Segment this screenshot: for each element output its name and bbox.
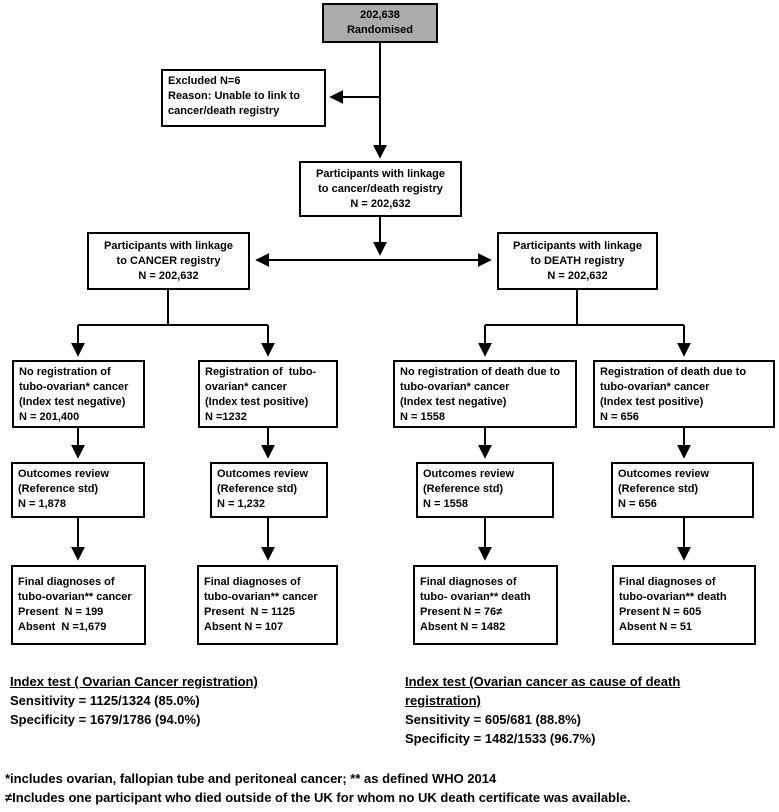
text-line: ovarian* cancer — [205, 381, 287, 393]
text-line: (Reference std) — [618, 483, 699, 495]
text-line: to DEATH registry — [530, 254, 625, 267]
text-line: Final diagnoses of — [204, 576, 301, 588]
text-line: N = 1558 — [400, 411, 445, 423]
text-line: Final diagnoses of — [619, 576, 716, 588]
summary-death-registration: Index test (Ovarian cancer as cause of d… — [405, 672, 710, 748]
text-line: Present N = 1125 — [204, 606, 295, 618]
text-line: (Index test positive) — [600, 396, 704, 408]
text-line: cancer/death registry — [168, 105, 280, 117]
text-line: (Reference std) — [217, 483, 298, 495]
summary-death-heading: Index test (Ovarian cancer as cause of d… — [405, 674, 681, 708]
text-line: Reason: Unable to link to — [168, 90, 301, 102]
text-line: N = 1,232 — [217, 498, 266, 510]
text-line: Absent N = 51 — [619, 621, 693, 633]
text-line: N = 202,632 — [350, 197, 411, 210]
box-linkage-death-registry: Participants with linkage to DEATH regist… — [497, 232, 658, 290]
box-registration-cancer: Registration of tubo-ovarian* cancer (Ind… — [198, 360, 338, 428]
text-line: tubo-ovarian* cancer — [400, 381, 510, 393]
text-line: Present N = 76≠ — [420, 606, 503, 618]
text-line: to cancer/death registry — [318, 182, 443, 195]
text-line: Registration of death due to — [600, 366, 747, 378]
text-line: Absent N = 1482 — [420, 621, 506, 633]
text-line: Absent N =1,679 — [18, 621, 107, 633]
text-line: Randomised — [346, 24, 413, 36]
box-linkage-cancer-registry: Participants with linkage to CANCER regis… — [87, 232, 250, 290]
box-linkage-registry: Participants with linkage to cancer/death… — [299, 161, 462, 217]
box-outcomes-review-4: Outcomes review (Reference std) N = 656 — [611, 462, 754, 518]
text-line: Present N = 199 — [18, 606, 104, 618]
box-no-registration-cancer: No registration of tubo-ovarian* cancer (I… — [12, 360, 145, 428]
text-line: Registration of tubo- — [205, 366, 317, 378]
text-line: Excluded N=6 — [168, 75, 241, 87]
text-line: (Index test negative) — [19, 396, 126, 408]
text-line: to CANCER registry — [116, 254, 221, 267]
text-line: N = 202,632 — [138, 269, 199, 282]
footnote-not-equal: ≠Includes one participant who died outsi… — [5, 790, 631, 805]
text-line: Absent N = 107 — [204, 621, 284, 633]
text-line: No registration of — [19, 366, 111, 378]
text-line: Final diagnoses of — [18, 576, 115, 588]
text-line: tubo- ovarian** death — [420, 591, 531, 603]
text-line: N = 1,878 — [18, 498, 67, 510]
text-line: tubo-ovarian* cancer — [600, 381, 710, 393]
text-line: Outcomes review — [18, 468, 110, 480]
text-line: Participants with linkage — [316, 167, 445, 180]
summary-death-sensitivity: Sensitivity = 605/681 (88.8%) — [405, 712, 581, 727]
text-line: tubo-ovarian** cancer — [204, 591, 318, 603]
summary-cancer-registration: Index test ( Ovarian Cancer registration… — [10, 672, 310, 729]
footnote-asterisks: *includes ovarian, fallopian tube and pe… — [5, 771, 497, 786]
text-line: No registration of death due to — [400, 366, 561, 378]
text-line: Present N = 605 — [619, 606, 702, 618]
text-line: 202,638 — [360, 9, 400, 21]
box-no-registration-death: No registration of death due to tubo-ovar… — [393, 360, 577, 428]
text-line: (Index test negative) — [400, 396, 507, 408]
text-line: tubo-ovarian** death — [619, 591, 727, 603]
summary-cancer-sensitivity: Sensitivity = 1125/1324 (85.0%) — [10, 693, 200, 708]
text-line: N = 1558 — [423, 498, 468, 510]
text-line: N = 201,400 — [19, 411, 80, 423]
text-line: N = 656 — [600, 411, 639, 423]
text-line: tubo-ovarian** cancer — [18, 591, 132, 603]
text-line: Participants with linkage — [513, 239, 642, 252]
text-line: Outcomes review — [618, 468, 710, 480]
summary-cancer-specificity: Specificity = 1679/1786 (94.0%) — [10, 712, 201, 727]
box-outcomes-review-3: Outcomes review (Reference std) N = 1558 — [416, 462, 554, 518]
text-line: Outcomes review — [217, 468, 309, 480]
box-outcomes-review-1: Outcomes review (Reference std) N = 1,878 — [11, 462, 145, 518]
text-line: (Reference std) — [18, 483, 99, 495]
summary-cancer-heading: Index test ( Ovarian Cancer registration… — [10, 674, 258, 689]
box-registration-death: Registration of death due to tubo-ovarian… — [593, 360, 775, 428]
text-line: N = 202,632 — [547, 269, 608, 282]
text-line: Participants with linkage — [104, 239, 233, 252]
summary-death-specificity: Specificity = 1482/1533 (96.7%) — [405, 731, 596, 746]
text-line: (Reference std) — [423, 483, 504, 495]
text-line: (Index test positive) — [205, 396, 309, 408]
text-line: tubo-ovarian* cancer — [19, 381, 129, 393]
box-outcomes-review-2: Outcomes review (Reference std) N = 1,232 — [210, 462, 328, 518]
text-line: N = 656 — [618, 498, 657, 510]
text-line: N =1232 — [205, 411, 247, 423]
text-line: Outcomes review — [423, 468, 515, 480]
text-line: Final diagnoses of — [420, 576, 517, 588]
